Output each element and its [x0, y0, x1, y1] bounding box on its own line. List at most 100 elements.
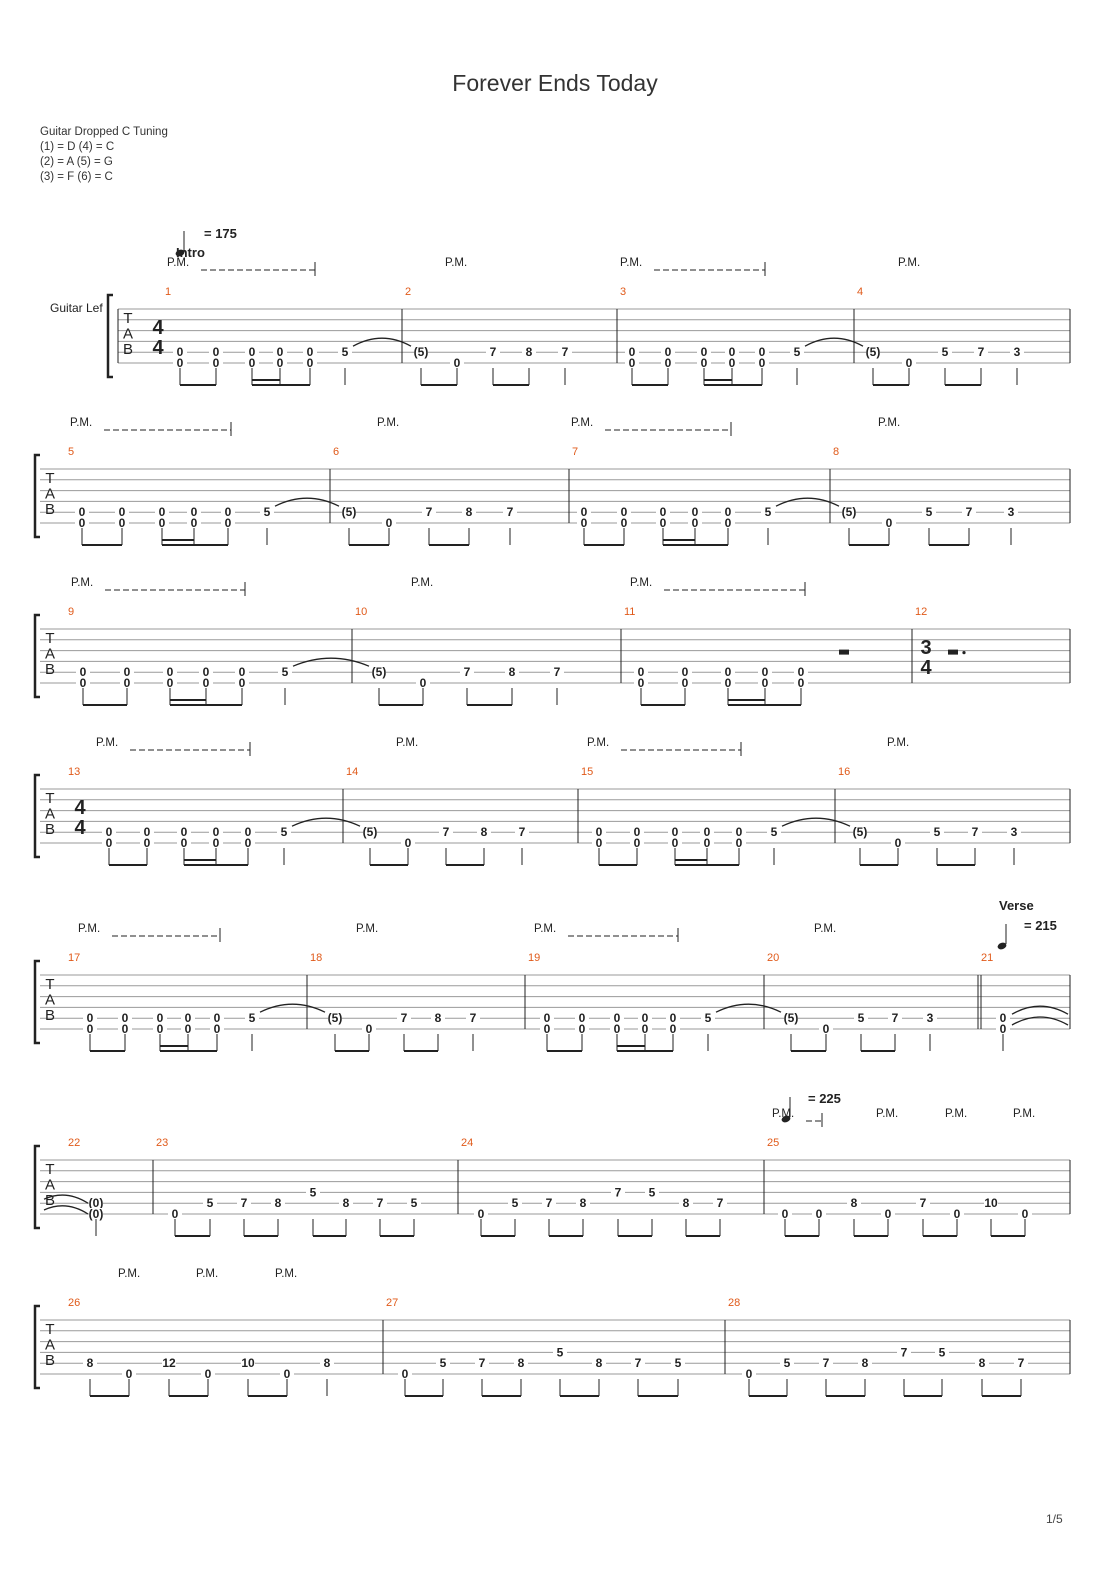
fret-number: (5) [328, 1011, 343, 1025]
tab-clef-letter: B [45, 1007, 55, 1024]
fret-number: 5 [512, 1196, 519, 1210]
tab-clef-letter: B [123, 341, 133, 358]
fret-bg [271, 1197, 285, 1209]
time-signature-bottom: 4 [74, 817, 86, 839]
fret-number: 5 [771, 825, 778, 839]
fret-number: 0 [1022, 1207, 1029, 1221]
fret-number: 0 [402, 1367, 409, 1381]
palm-mute-label: P.M. [377, 417, 399, 429]
fret-number: 0 [642, 1011, 649, 1025]
tuning-info: Guitar Dropped C Tuning (1) = D (4) = C … [40, 125, 168, 185]
fret-number: 7 [241, 1196, 248, 1210]
fret-number: 7 [920, 1196, 927, 1210]
fret-number: 0 [366, 1022, 373, 1036]
time-signature-bottom: 4 [920, 657, 932, 679]
tie-arc [1011, 1005, 1069, 1015]
fret-number: 0 [185, 1022, 192, 1036]
tuning-line: (2) = A (5) = G [40, 156, 113, 168]
fret-number: 0 [213, 836, 220, 850]
fret-bg [656, 517, 670, 528]
palm-mute-label: P.M. [878, 417, 900, 429]
fret-bg [155, 506, 169, 518]
fret-bg [241, 1357, 255, 1369]
tie-arc [352, 337, 412, 347]
fret-bg [661, 357, 675, 368]
fret-bg [617, 506, 631, 518]
fret-number: 0 [1000, 1022, 1007, 1036]
fret-bg [416, 677, 430, 688]
fret-bg [450, 357, 464, 368]
tempo-bpm: = 215 [1024, 918, 1057, 933]
fret-number: 0 [191, 505, 198, 519]
fret-number: 7 [892, 1011, 899, 1025]
tab-clef-letter: T [45, 1321, 54, 1338]
fret-bg [273, 357, 287, 368]
fret-number: 0 [614, 1011, 621, 1025]
fret-number: 5 [858, 1011, 865, 1025]
fret-bg [984, 1197, 998, 1209]
palm-mute-label: P.M. [196, 1268, 218, 1280]
fret-number: 5 [249, 1011, 256, 1025]
fret-bg [592, 826, 606, 838]
fret-bg [577, 506, 591, 518]
fret-bg [962, 506, 976, 518]
fret-number: 0 [144, 825, 151, 839]
fret-bg [697, 357, 711, 368]
tuning-line: (3) = F (6) = C [40, 171, 113, 183]
fret-bg [592, 837, 606, 848]
fret-bg [373, 1197, 387, 1209]
fret-number: (5) [866, 345, 881, 359]
fret-bg [610, 1023, 624, 1034]
fret-bg [414, 346, 428, 358]
fret-bg [477, 826, 491, 838]
fret-bg [938, 346, 952, 358]
fret-bg [155, 517, 169, 528]
fret-bg [83, 1357, 97, 1369]
half-rest [839, 649, 849, 655]
fret-number: 5 [282, 665, 289, 679]
fret-bg [902, 357, 916, 368]
fret-bg [462, 506, 476, 518]
fret-bg [930, 826, 944, 838]
section-label: Verse [999, 898, 1034, 913]
fret-number: 7 [966, 505, 973, 519]
palm-mute-label: P.M. [70, 417, 92, 429]
tie-arc [43, 1205, 89, 1215]
fret-number: 7 [470, 1011, 477, 1025]
fret-number: 0 [701, 356, 708, 370]
fret-number: 7 [490, 345, 497, 359]
fret-number: 7 [507, 505, 514, 519]
fret-number: 0 [823, 1022, 830, 1036]
fret-number: 0 [239, 676, 246, 690]
fret-number: 0 [177, 356, 184, 370]
palm-mute-label: P.M. [587, 737, 609, 749]
fret-bg [780, 1357, 794, 1369]
fret-number: 5 [310, 1185, 317, 1199]
fret-number: 0 [386, 516, 393, 530]
fret-number: 0 [157, 1022, 164, 1036]
fret-number: 0 [249, 356, 256, 370]
fret-number: 0 [886, 516, 893, 530]
fret-bg [140, 837, 154, 848]
fret-bg [422, 506, 436, 518]
measure-number: 17 [68, 952, 80, 964]
fret-bg [260, 506, 274, 518]
fret-bg [732, 837, 746, 848]
tab-clef-letter: A [45, 646, 55, 663]
fret-number: 0 [106, 825, 113, 839]
measure-number: 3 [620, 286, 626, 298]
fret-bg [666, 1012, 680, 1024]
fret-number: 0 [167, 676, 174, 690]
palm-mute-label: P.M. [275, 1268, 297, 1280]
fret-bg [1010, 346, 1024, 358]
quarter-note-icon [175, 249, 185, 257]
fret-bg [431, 1012, 445, 1024]
fret-bg [881, 1208, 895, 1219]
fret-number: 0 [682, 676, 689, 690]
palm-mute-label: P.M. [898, 257, 920, 269]
fret-bg [162, 1357, 176, 1369]
tab-clef-letter: T [45, 630, 54, 647]
fret-bg [235, 677, 249, 688]
fret-number: 0 [581, 516, 588, 530]
fret-number: (0) [89, 1196, 104, 1210]
